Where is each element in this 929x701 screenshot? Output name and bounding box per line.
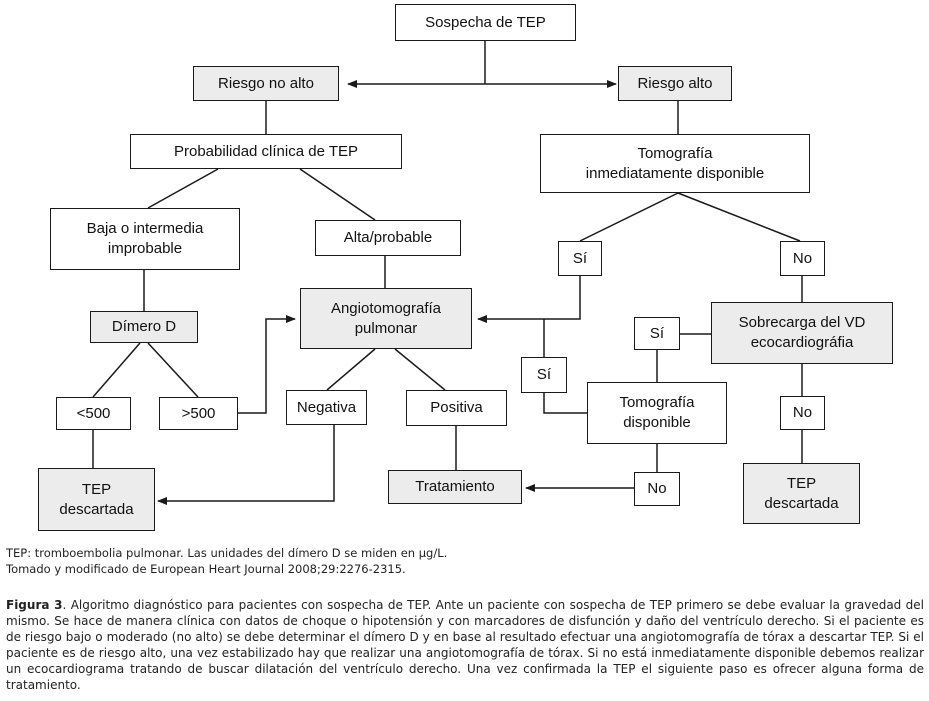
node-label: Tratamiento [415, 478, 495, 495]
node-si-2: Sí [634, 317, 680, 350]
node-menor-500: <500 [56, 397, 131, 430]
node-label: Sí [572, 249, 588, 267]
caption-text: . Algoritmo diagnóstico para pacientes c… [6, 598, 924, 692]
node-tep-descartada-2: TEP descartada [743, 463, 860, 524]
node-label: Sí [649, 324, 665, 342]
node-si-3: Sí [521, 357, 567, 393]
node-label: Baja o intermedia improbable [86, 220, 204, 257]
node-no-3: No [780, 396, 825, 430]
node-label: Probabilidad clínica de TEP [174, 142, 358, 160]
node-probabilidad-clinica: Probabilidad clínica de TEP [130, 134, 402, 169]
node-label: TEP descartada [59, 480, 134, 518]
node-negativa: Negativa [286, 390, 367, 425]
node-label: Sobrecarga del VD ecocardiográfia [738, 314, 866, 351]
node-label: Alta/probable [343, 229, 433, 246]
node-sobrecarga-vd: Sobrecarga del VD ecocardiográfia [711, 302, 893, 364]
node-mayor-500: >500 [159, 397, 238, 430]
node-label: Dímero D [111, 318, 177, 335]
node-label: No [792, 404, 813, 421]
node-angiotomografia-pulmonar: Angiotomografía pulmonar [300, 288, 472, 349]
caption-label: Figura 3 [6, 598, 63, 612]
node-label: Angiotomografía pulmonar [330, 299, 442, 337]
node-alta-probable: Alta/probable [315, 220, 461, 256]
node-tratamiento: Tratamiento [388, 470, 522, 504]
node-label: Riesgo alto [637, 74, 713, 92]
node-label: No [792, 249, 813, 267]
node-baja-intermedia: Baja o intermedia improbable [50, 208, 240, 270]
node-label: Riesgo no alto [218, 74, 314, 92]
connector-lines [92, 41, 803, 505]
node-label: <500 [76, 404, 111, 422]
node-no-2: No [634, 472, 680, 506]
abbreviation-note: TEP: tromboembolia pulmonar. Las unidade… [6, 546, 448, 560]
node-tep-descartada-1: TEP descartada [38, 468, 155, 531]
node-tomografia-disponible: Tomografía disponible [587, 382, 727, 444]
node-label: >500 [181, 404, 216, 422]
node-riesgo-no-alto: Riesgo no alto [193, 66, 339, 101]
node-tomografia-inmediata: Tomografía inmediatamente disponible [540, 134, 810, 193]
node-label: Sospecha de TEP [425, 13, 546, 31]
node-label: Sí [536, 366, 552, 383]
node-label: TEP descartada [764, 474, 839, 512]
source-note: Tomado y modificado de European Heart Jo… [6, 562, 406, 576]
node-label: Tomografía disponible [619, 394, 695, 431]
figure-caption: Figura 3. Algoritmo diagnóstico para pac… [6, 597, 924, 693]
node-label: Negativa [296, 398, 357, 416]
node-no-1: No [780, 241, 825, 276]
flowchart: Sospecha de TEP Riesgo no alto Riesgo al… [38, 4, 893, 531]
node-positiva: Positiva [406, 390, 507, 426]
node-si-1: Sí [558, 241, 602, 276]
figure-notes: TEP: tromboembolia pulmonar. Las unidade… [6, 545, 916, 577]
node-label: Tomografía inmediatamente disponible [585, 144, 765, 182]
node-dimero-d: Dímero D [90, 311, 198, 343]
node-riesgo-alto: Riesgo alto [618, 66, 732, 101]
node-sospecha-tep: Sospecha de TEP [395, 4, 576, 41]
node-label: No [647, 480, 667, 497]
node-label: Positiva [430, 399, 483, 416]
